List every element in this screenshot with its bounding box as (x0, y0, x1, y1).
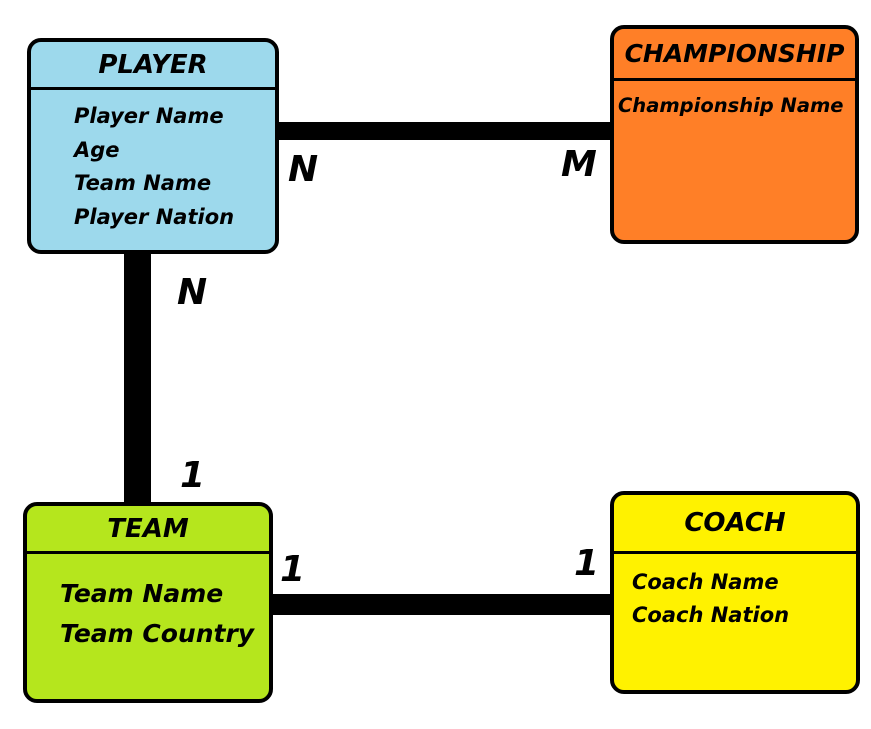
team-attribute-list: Team Name Team Country (27, 554, 269, 654)
coach-entity: COACH Coach Name Coach Nation (610, 491, 860, 694)
championship-attribute: Championship Name (618, 94, 844, 117)
cardinality-team-coach-coach-end: 1 (574, 543, 600, 584)
player-entity-title: PLAYER (31, 42, 275, 90)
player-championship-connector (279, 122, 610, 140)
player-attribute: Age (74, 137, 120, 162)
player-attribute: Player Name (74, 104, 224, 128)
coach-entity-title: COACH (614, 495, 856, 554)
player-attribute: Team Name (74, 171, 212, 195)
cardinality-team-coach-team-end: 1 (280, 549, 306, 590)
cardinality-player-team-team-end: 1 (180, 455, 206, 496)
player-team-connector (124, 254, 151, 502)
team-entity-title: TEAM (27, 506, 269, 554)
cardinality-player-championship-player-end: N (288, 149, 319, 190)
team-attribute: Team Name (60, 579, 224, 608)
cardinality-player-championship-championship-end: M (561, 144, 597, 185)
player-attribute: Player Nation (74, 204, 235, 229)
team-entity: TEAM Team Name Team Country (23, 502, 273, 703)
cardinality-player-team-player-end: N (177, 272, 208, 313)
championship-attribute-list: Championship Name (614, 81, 855, 121)
player-entity: PLAYER Player Name Age Team Name Player … (27, 38, 279, 254)
team-coach-connector (273, 594, 610, 615)
coach-attribute: Coach Nation (632, 603, 790, 627)
coach-attribute: Coach Name (632, 570, 779, 594)
coach-attribute-list: Coach Name Coach Nation (614, 554, 856, 632)
championship-entity: CHAMPIONSHIP Championship Name (610, 25, 859, 244)
team-attribute: Team Country (60, 619, 255, 648)
player-attribute-list: Player Name Age Team Name Player Nation (31, 90, 275, 234)
championship-entity-title: CHAMPIONSHIP (614, 29, 855, 81)
